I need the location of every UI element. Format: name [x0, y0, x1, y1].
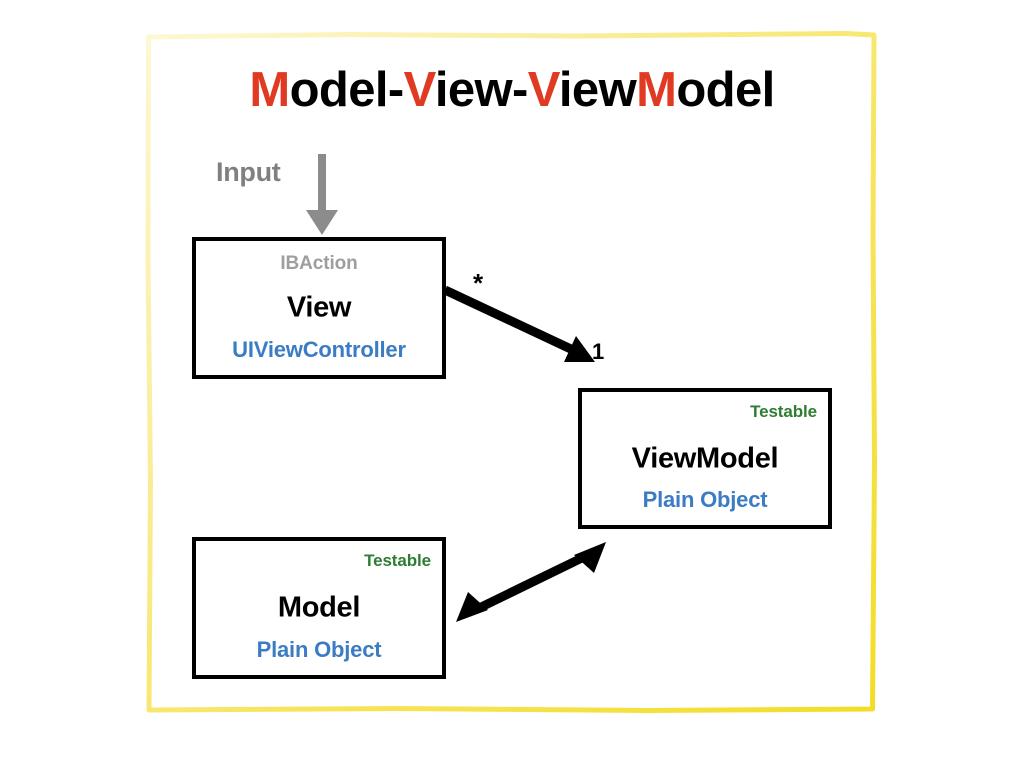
- viewmodel-box-subtitle: Plain Object: [642, 487, 768, 512]
- input-arrow-down-icon: [300, 152, 344, 237]
- viewmodel-box-title: ViewModel: [631, 442, 779, 474]
- connector-view-to-viewmodel-arrow-icon: [440, 262, 630, 392]
- title-segment-7: M: [636, 63, 677, 117]
- view-box-title: View: [286, 291, 352, 324]
- model-box-subtitle: Plain Object: [256, 637, 382, 662]
- title-segment-4: iew-: [434, 63, 529, 117]
- viewmodel-tag-testable: Testable: [750, 402, 817, 421]
- title-segment-8: odel: [676, 63, 775, 117]
- multiplicity-target-one: 1: [592, 339, 605, 364]
- title-segment-5: V: [527, 63, 560, 117]
- model-tag-testable: Testable: [364, 551, 431, 570]
- title-segment-3: V: [403, 63, 436, 117]
- multiplicity-source-many: *: [473, 268, 484, 298]
- connector-model-viewmodel-double-arrow-icon: [448, 530, 618, 630]
- model-box-title: Model: [277, 591, 361, 624]
- view-tag-ibaction: IBAction: [280, 253, 358, 274]
- title-segment-6: iew: [558, 63, 637, 117]
- page-title: Model-View-ViewModel: [0, 62, 1024, 118]
- title-segment-2: odel-: [289, 63, 405, 117]
- component-box-model[interactable]: Testable Model Plain Object: [192, 537, 446, 679]
- view-box-subtitle: UIViewController: [232, 337, 406, 362]
- component-box-viewmodel[interactable]: Testable ViewModel Plain Object: [578, 388, 832, 529]
- title-segment-1: M: [249, 63, 290, 117]
- input-label: Input: [216, 157, 281, 187]
- component-box-view[interactable]: IBAction View UIViewController: [192, 237, 446, 379]
